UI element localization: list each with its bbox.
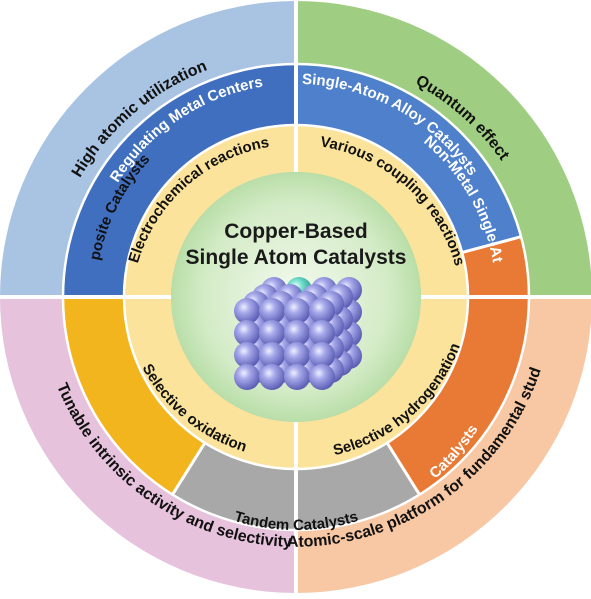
middle-seg-regulating-metal-centers xyxy=(63,64,296,297)
middle-seg-composite xyxy=(62,297,205,495)
copper-atom xyxy=(309,320,335,346)
inner-seg-hydrogenation xyxy=(296,297,468,469)
copper-atom xyxy=(309,298,335,324)
copper-atom xyxy=(259,342,285,368)
copper-atom xyxy=(284,364,310,390)
copper-atom xyxy=(284,342,310,368)
inner-seg-electrochemical xyxy=(124,125,296,297)
middle-seg-single-atom-alloy xyxy=(296,64,522,253)
middle-ring xyxy=(62,64,529,530)
inner-ring xyxy=(124,125,468,469)
copper-atom xyxy=(234,364,260,390)
copper-lattice-illustration xyxy=(234,277,362,390)
ring-border xyxy=(61,62,531,532)
copper-atom xyxy=(309,364,335,390)
copper-atom xyxy=(309,342,335,368)
inner-seg-oxidation xyxy=(124,297,296,469)
copper-atom xyxy=(234,298,260,324)
inner-seg-coupling xyxy=(296,125,468,297)
divider-line xyxy=(385,442,421,496)
center-title-line2: Single Atom Catalysts xyxy=(186,246,407,269)
center-title-line1: Copper-Based xyxy=(224,220,368,243)
copper-atom xyxy=(259,364,285,390)
ring-border xyxy=(122,123,470,471)
copper-atom xyxy=(284,320,310,346)
copper-atom xyxy=(259,298,285,324)
copper-atom xyxy=(234,342,260,368)
copper-atom xyxy=(234,320,260,346)
copper-atom xyxy=(284,298,310,324)
divider-line xyxy=(461,235,522,254)
divider-line xyxy=(171,442,207,496)
copper-atom xyxy=(259,320,285,346)
